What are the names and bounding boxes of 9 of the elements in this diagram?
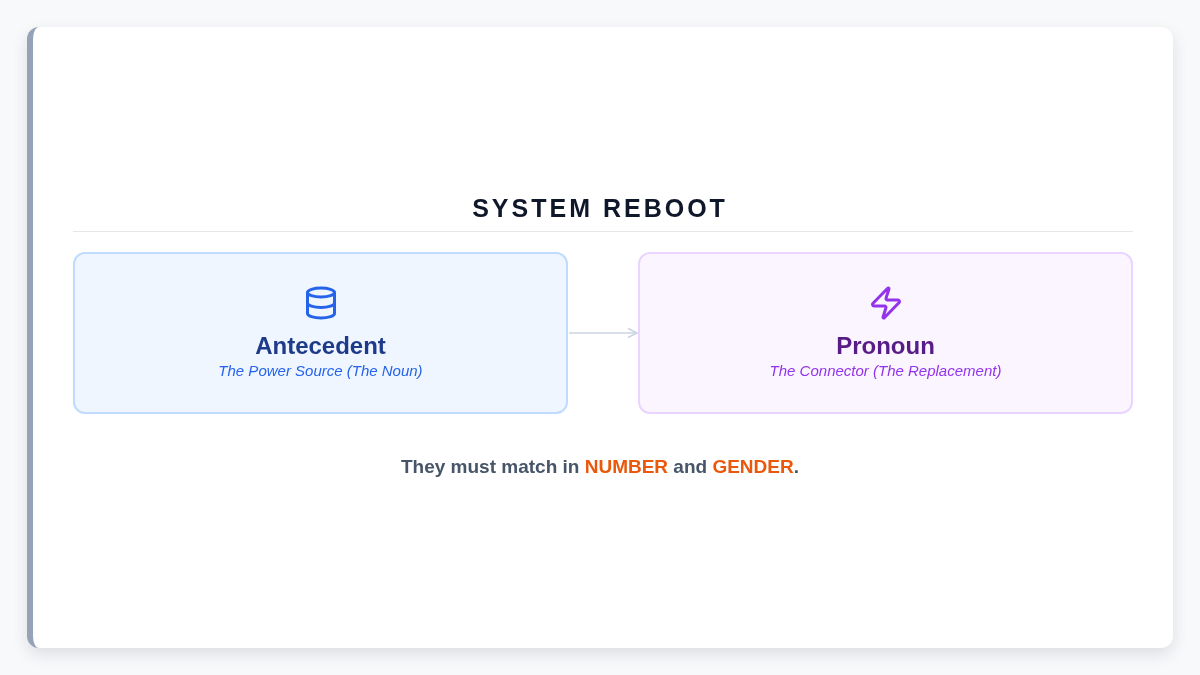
node-subtitle: The Connector (The Replacement) — [769, 361, 1002, 381]
note-text: They must match in NUMBER and GENDER. — [400, 455, 800, 479]
node-heading: Pronoun — [836, 331, 935, 361]
arrow — [568, 327, 638, 339]
node-subtitle: The Power Source (The Noun) — [218, 361, 423, 381]
node-heading: Antecedent — [255, 331, 386, 361]
concept-card — [73, 252, 568, 414]
title: SYSTEM REBOOT — [471, 193, 729, 224]
concept-card — [638, 252, 1133, 414]
